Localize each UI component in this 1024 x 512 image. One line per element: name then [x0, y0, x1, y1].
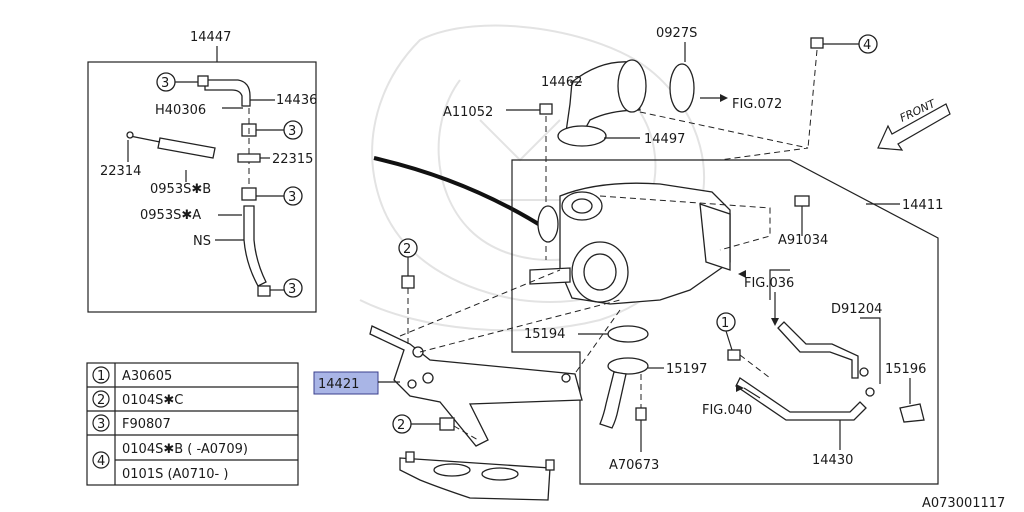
- legend-num-2: 2: [97, 393, 105, 408]
- label-0953SA[interactable]: 0953S✱A: [140, 208, 201, 223]
- label-14411[interactable]: 14411: [902, 198, 943, 213]
- bolt-A70673: [635, 407, 647, 421]
- label-15197[interactable]: 15197: [666, 362, 707, 377]
- bolt-15194: [899, 403, 925, 423]
- drain-pipe: [599, 371, 627, 429]
- callout-4: [858, 34, 878, 54]
- legend-text-4a: 0104S✱B ( -A0709): [122, 442, 248, 457]
- callout-3-d: [283, 278, 303, 298]
- front-arrow: FRONT: [877, 97, 951, 151]
- label-A91034[interactable]: A91034: [778, 233, 828, 248]
- legend-text-1: A30605: [122, 369, 172, 384]
- label-14436[interactable]: 14436: [276, 93, 317, 108]
- label-A70673[interactable]: A70673: [609, 458, 659, 473]
- callout-3-c-num: 3: [288, 190, 296, 205]
- intake-elbow: 14462 0927S FIG.072: [541, 26, 782, 139]
- legend-num-1: 1: [97, 369, 105, 384]
- pipe-upper: [777, 321, 859, 379]
- turbocharger: [529, 182, 771, 305]
- label-0927S[interactable]: 0927S: [656, 26, 697, 41]
- label-FIG072[interactable]: FIG.072: [732, 97, 782, 112]
- gasket-15196: [607, 325, 649, 343]
- mounting-plate: [399, 457, 551, 501]
- label-14430[interactable]: 14430: [812, 453, 853, 468]
- label-NS[interactable]: NS: [193, 234, 211, 249]
- legend-num-3: 3: [97, 417, 105, 432]
- bolt-callout-4: [810, 37, 824, 49]
- hose-inset-box: 14447 14436 H40306 3 3 22314 22315 0953S…: [87, 30, 317, 313]
- label-14462[interactable]: 14462: [541, 75, 582, 90]
- callout-2-a-num: 2: [403, 242, 411, 257]
- pipe-22314: [157, 137, 216, 159]
- gasket-14497: [557, 125, 607, 147]
- label-FIG036[interactable]: FIG.036: [744, 276, 794, 291]
- stud-A91034: [794, 195, 810, 207]
- label-14447[interactable]: 14447: [190, 30, 231, 45]
- label-14421-highlight[interactable]: 14421: [313, 371, 379, 395]
- hose-upper: [204, 79, 251, 107]
- callout-1-num: 1: [721, 316, 729, 331]
- callout-3-b: [283, 120, 303, 140]
- clamp-icon: [241, 187, 257, 201]
- callout-3-d-num: 3: [288, 282, 296, 297]
- tee-22315: [237, 153, 261, 163]
- label-0953SB[interactable]: 0953S✱B: [150, 182, 211, 197]
- footer-code: A073001117: [922, 496, 1005, 511]
- clamp-0927S: [669, 63, 695, 113]
- callout-2-b-num: 2: [397, 418, 405, 433]
- label-22315[interactable]: 22315: [272, 152, 313, 167]
- bolt-callout-2-b: [439, 417, 455, 431]
- hose-lower: [243, 205, 267, 287]
- turbo-assembly-outline: [511, 159, 939, 485]
- label-14497[interactable]: 14497: [644, 132, 685, 147]
- bolt-callout-1: [727, 349, 741, 361]
- label-22314[interactable]: 22314: [100, 164, 141, 179]
- gasket-15197: [607, 357, 649, 375]
- legend-table: 1 A30605 2 0104S✱C 3 F90807 4 0104S✱B ( …: [86, 362, 299, 486]
- label-14421[interactable]: 14421: [318, 377, 359, 392]
- callout-3-c: [283, 186, 303, 206]
- label-FIG040[interactable]: FIG.040: [702, 403, 752, 418]
- label-H40306[interactable]: H40306: [155, 103, 206, 118]
- bracket-14421: [369, 325, 583, 447]
- legend-num-4: 4: [97, 454, 105, 469]
- label-15194[interactable]: 15196: [885, 362, 926, 377]
- label-15196[interactable]: 15194: [524, 327, 565, 342]
- label-A11052[interactable]: A11052: [443, 105, 493, 120]
- front-label: FRONT: [898, 97, 939, 125]
- callout-3-b-num: 3: [288, 124, 296, 139]
- label-D91204[interactable]: D91204: [831, 302, 882, 317]
- callout-4-num: 4: [863, 38, 871, 53]
- legend-text-2: 0104S✱C: [122, 393, 183, 408]
- legend-text-3: F90807: [122, 417, 171, 432]
- clip-icon: [257, 285, 271, 297]
- legend-text-4b: 0101S (A0710- ): [122, 467, 228, 482]
- leader-line: [373, 156, 550, 232]
- bolt-callout-2-a: [401, 275, 415, 289]
- pipe-14430: [735, 377, 867, 421]
- clip-icon: [197, 75, 209, 87]
- callout-3-a-num: 3: [161, 76, 169, 91]
- bolt-A11052: [539, 103, 553, 115]
